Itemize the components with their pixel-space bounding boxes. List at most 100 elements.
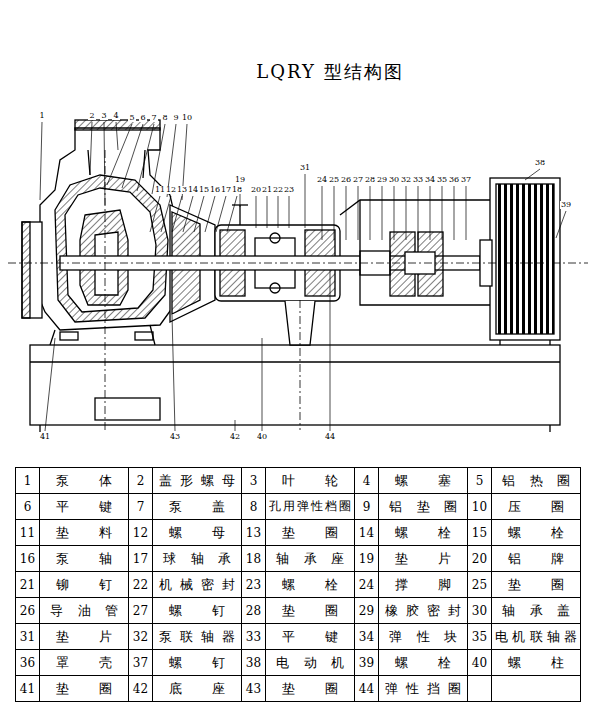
leader-line xyxy=(267,196,268,228)
part-number-cell: 32 xyxy=(128,623,153,650)
part-name-cell: 弹性块 xyxy=(378,623,468,650)
callout-number: 18 xyxy=(231,186,243,194)
part-number: 38 xyxy=(246,656,261,670)
leader-line xyxy=(430,186,431,240)
part-number-cell: 13 xyxy=(241,519,266,546)
part-name: 泵体 xyxy=(56,472,112,490)
part-name-cell: 轴承座 xyxy=(265,545,355,572)
leader-line xyxy=(305,174,306,228)
leader-line xyxy=(556,211,566,238)
part-number-cell: 12 xyxy=(128,519,153,546)
part-name: 垫片 xyxy=(56,628,112,646)
part-name: 平键 xyxy=(56,498,112,516)
part-name: 弹性块 xyxy=(389,628,457,646)
part-number-cell: 25 xyxy=(467,571,492,598)
leader-line xyxy=(382,186,383,240)
leader-line xyxy=(152,124,165,194)
part-name-cell: 导油管 xyxy=(39,597,129,624)
part-number-cell: 17 xyxy=(128,545,153,572)
part-number-cell: 20 xyxy=(467,545,492,572)
part-number: 5 xyxy=(476,474,484,488)
part-name-cell: 罩壳 xyxy=(39,649,129,676)
callout-number: 9 xyxy=(172,114,179,122)
part-name: 铝垫圈 xyxy=(389,498,457,516)
part-name-cell: 弹性挡圈 xyxy=(378,675,468,702)
callout-number: 28 xyxy=(364,176,376,184)
part-number: 1 xyxy=(24,474,32,488)
part-name-cell: 叶轮 xyxy=(265,467,355,494)
leader-line xyxy=(183,196,193,232)
leader-line xyxy=(370,186,371,240)
part-name-cell: 泵联轴器 xyxy=(152,623,242,650)
part-number: 7 xyxy=(137,500,145,514)
part-name: 罩壳 xyxy=(56,654,112,672)
part-name: 螺钉 xyxy=(169,654,225,672)
part-number-cell: 30 xyxy=(467,597,492,624)
leader-line xyxy=(278,196,279,228)
callout-number: 2 xyxy=(88,112,95,120)
part-name: 泵盖 xyxy=(169,498,225,516)
leader-line xyxy=(137,124,154,191)
part-name: 盖形螺母 xyxy=(159,472,235,490)
part-name: 垫圈 xyxy=(282,680,338,698)
part-number: 31 xyxy=(20,630,35,644)
leader-line xyxy=(394,186,395,240)
part-name: 垫圈 xyxy=(56,680,112,698)
part-number-cell: 18 xyxy=(241,545,266,572)
part-number: 3 xyxy=(250,474,258,488)
empty-cell xyxy=(467,675,492,702)
leader-line xyxy=(442,186,443,240)
callout-number: 41 xyxy=(39,433,51,441)
part-number: 35 xyxy=(472,630,487,644)
part-name-cell: 垫圈 xyxy=(265,675,355,702)
part-name-cell: 垫片 xyxy=(39,623,129,650)
part-name: 垫圈 xyxy=(282,602,338,620)
part-name: 叶轮 xyxy=(282,472,338,490)
part-name: 球轴承 xyxy=(163,550,231,568)
part-name-cell: 垫圈 xyxy=(491,571,581,598)
part-name-cell: 螺钉 xyxy=(152,597,242,624)
part-number-cell: 1 xyxy=(15,467,40,494)
leader-line xyxy=(334,186,335,240)
diagram-title: LQRY 型结构图 xyxy=(256,63,403,81)
part-name: 铆钉 xyxy=(56,576,112,594)
part-number-cell: 2 xyxy=(128,467,153,494)
part-name: 螺栓 xyxy=(395,654,451,672)
part-name: 机械密封 xyxy=(159,576,235,594)
part-number: 36 xyxy=(20,656,35,670)
callout-number: 33 xyxy=(412,176,424,184)
leader-line xyxy=(358,186,359,240)
leader-line xyxy=(194,196,204,232)
part-name: 弹性挡圈 xyxy=(385,680,461,698)
part-number-cell: 3 xyxy=(241,467,266,494)
part-number: 34 xyxy=(359,630,374,644)
leader-line xyxy=(90,122,92,175)
callout-number: 27 xyxy=(352,176,364,184)
part-name-cell: 盖形螺母 xyxy=(152,467,242,494)
callout-number: 43 xyxy=(169,433,181,441)
callout-number: 38 xyxy=(534,159,546,167)
part-number-cell: 34 xyxy=(354,623,379,650)
part-number-cell: 5 xyxy=(467,467,492,494)
part-number-cell: 31 xyxy=(15,623,40,650)
part-number-cell: 44 xyxy=(354,675,379,702)
part-number: 14 xyxy=(359,526,374,540)
callout-number: 34 xyxy=(424,176,436,184)
part-number-cell: 23 xyxy=(241,571,266,598)
part-name-cell: 孔用弹性档圈 xyxy=(265,493,355,520)
part-number-cell: 22 xyxy=(128,571,153,598)
part-number: 23 xyxy=(246,578,261,592)
leader-line xyxy=(107,124,132,185)
part-number: 29 xyxy=(359,604,374,618)
part-name-cell: 电动机 xyxy=(265,649,355,676)
part-name: 螺钉 xyxy=(169,602,225,620)
part-name-cell: 机械密封 xyxy=(152,571,242,598)
part-number: 2 xyxy=(137,474,145,488)
part-number-cell: 38 xyxy=(241,649,266,676)
leader-line xyxy=(150,196,160,232)
part-number-cell: 21 xyxy=(15,571,40,598)
callout-number: 30 xyxy=(388,176,400,184)
part-number: 37 xyxy=(133,656,148,670)
part-number: 11 xyxy=(20,526,35,540)
part-number: 10 xyxy=(472,500,487,514)
